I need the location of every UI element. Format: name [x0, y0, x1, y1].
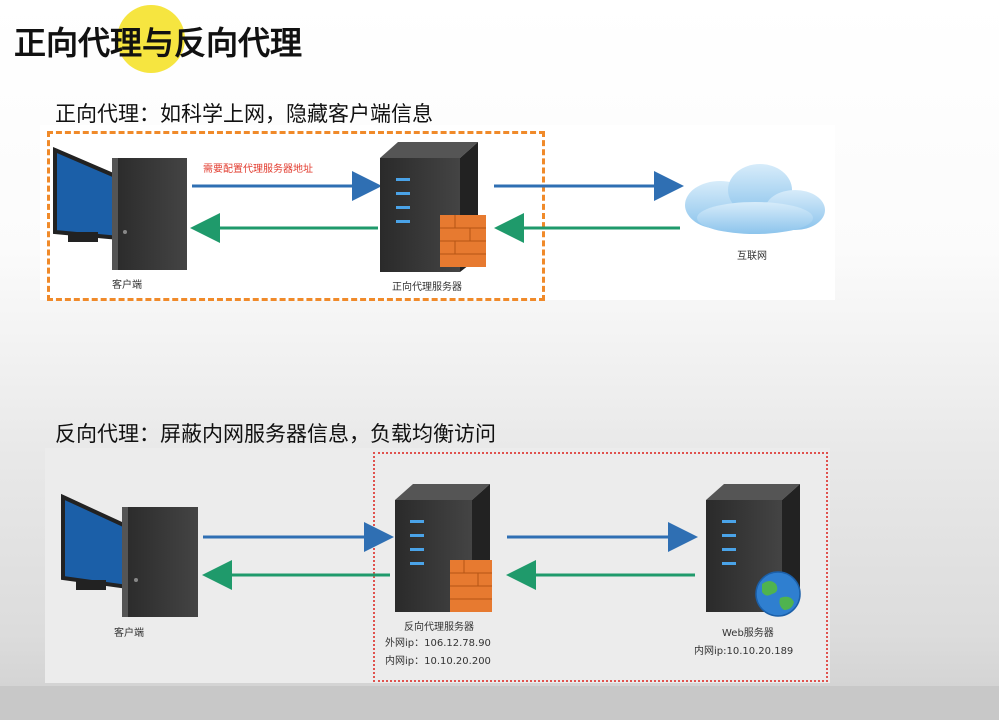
- bottom-bar: [0, 686, 999, 720]
- forward-proxy-heading: 正向代理：如科学上网，隐藏客户端信息: [55, 102, 433, 126]
- page-title: 正向代理与反向代理: [14, 24, 303, 62]
- reverse-proxy-boundary: [373, 452, 828, 682]
- globe-icon: [755, 571, 801, 617]
- reverse-proxy-label: 反向代理服务器: [404, 622, 474, 633]
- web-server-ip: 内网ip:10.10.20.189: [694, 646, 794, 657]
- proxy-config-note: 需要配置代理服务器地址: [203, 164, 313, 175]
- title-highlight: [117, 5, 185, 73]
- reverse-proxy-heading: 反向代理：屏蔽内网服务器信息，负载均衡访问: [55, 422, 496, 446]
- web-server-label: Web服务器: [722, 628, 774, 639]
- reverse-client-label: 客户端: [114, 628, 144, 639]
- internet-cloud-icon: [685, 164, 825, 234]
- reverse-proxy-internal-ip: 内网ip：10.10.20.200: [385, 656, 491, 667]
- forward-client-computer-icon: [53, 146, 187, 270]
- forward-proxy-boundary: [47, 131, 545, 301]
- reverse-firewall-icon: [450, 560, 492, 612]
- forward-proxy-label: 正向代理服务器: [392, 282, 462, 293]
- forward-client-label: 客户端: [112, 280, 142, 291]
- firewall-icon: [440, 215, 486, 267]
- reverse-proxy-external-ip: 外网ip：106.12.78.90: [385, 638, 491, 649]
- internet-label: 互联网: [737, 251, 767, 262]
- reverse-client-computer-icon: [61, 493, 198, 617]
